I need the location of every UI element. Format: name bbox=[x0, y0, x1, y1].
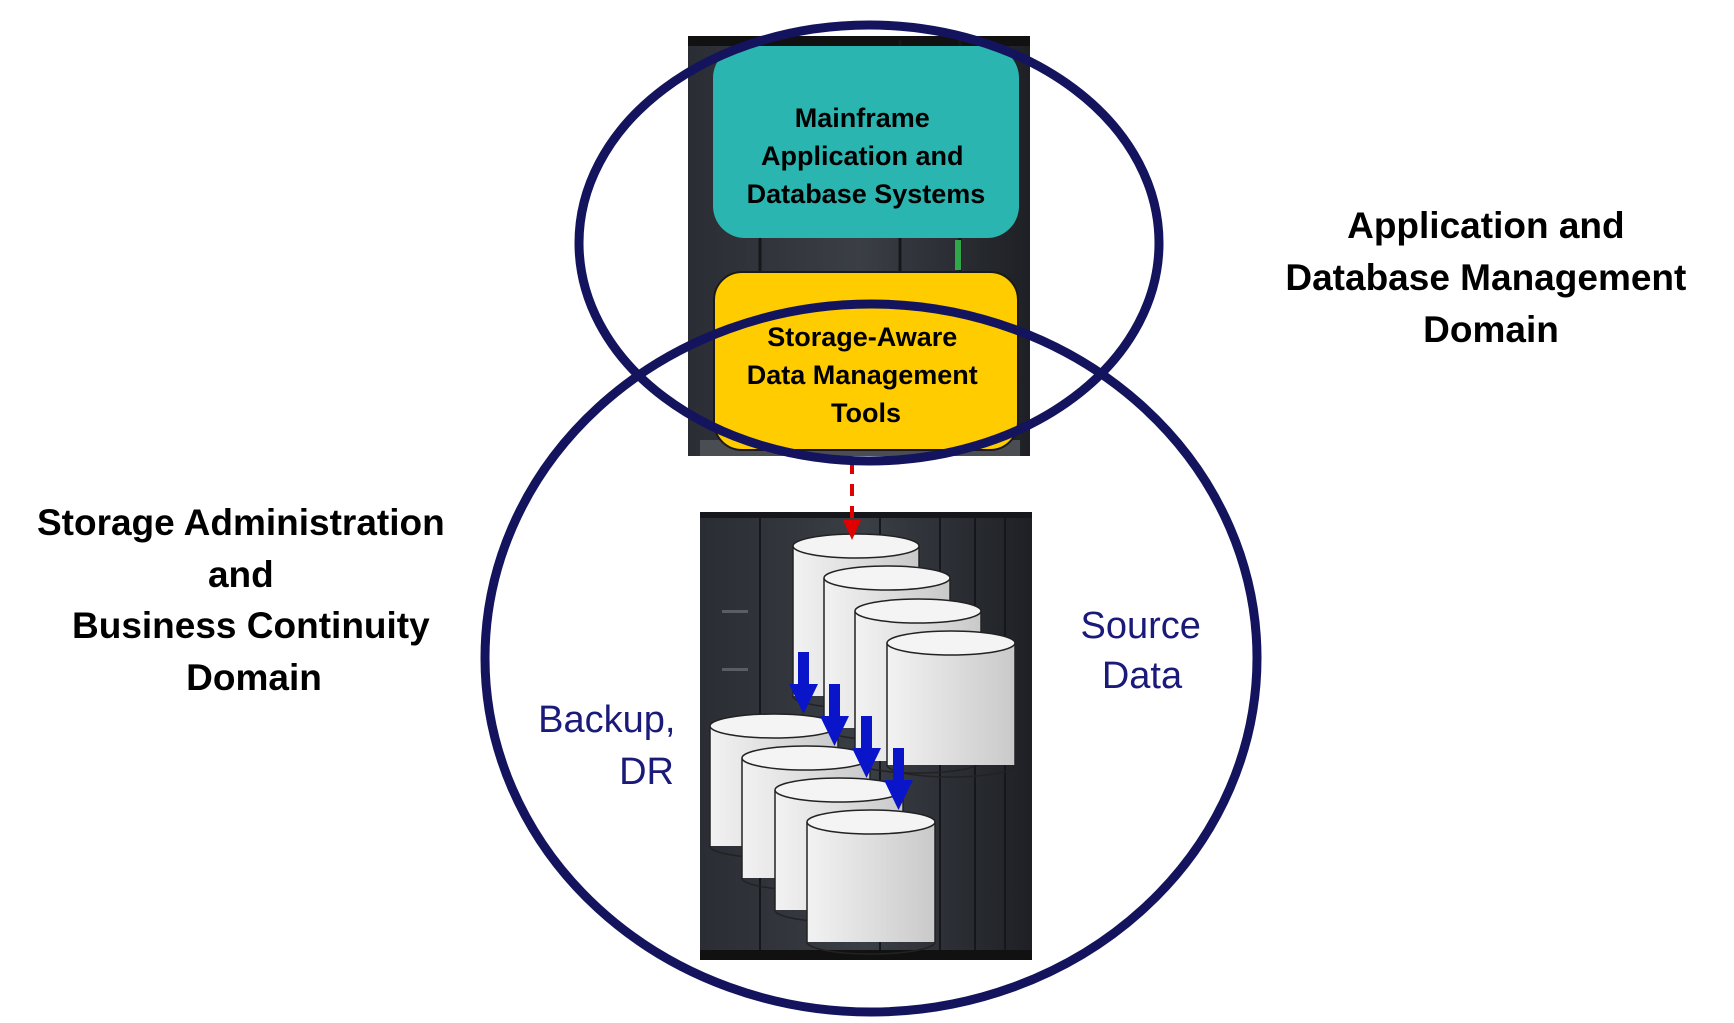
tools-box-line: Storage-Aware bbox=[767, 322, 957, 352]
backup-dr-label: DR bbox=[619, 751, 674, 793]
mainframe-box-line: Mainframe bbox=[795, 103, 930, 133]
tools-box-line: Tools bbox=[831, 398, 901, 428]
blue-down-arrow bbox=[820, 684, 849, 746]
storage-domain-circle bbox=[480, 299, 1262, 1017]
backup-cylinders bbox=[709, 713, 936, 955]
blue-down-arrow bbox=[789, 652, 818, 714]
application-domain-title: Application and bbox=[1347, 205, 1625, 246]
storage-domain-title: Business Continuity bbox=[72, 605, 430, 646]
svg-text:Backup, DR: Backup, DR bbox=[538, 699, 686, 793]
mainframe-box-line: Application and bbox=[761, 141, 964, 171]
application-domain-title: Database Management bbox=[1285, 257, 1686, 298]
application-domain-title: Domain bbox=[1423, 309, 1559, 350]
blue-down-arrow bbox=[852, 716, 881, 778]
storage-aware-tools-box: Storage-Aware Data Management Tools bbox=[713, 271, 1019, 451]
source-data-label: Data bbox=[1102, 655, 1183, 697]
storage-domain-title: and bbox=[208, 554, 274, 595]
backup-dr-label: Backup, bbox=[538, 699, 675, 741]
svg-text:Application and Database M: Application and Database Management Doma… bbox=[1285, 205, 1696, 350]
backup-copy-arrows bbox=[789, 652, 913, 810]
application-domain-circle bbox=[574, 20, 1164, 466]
backup-cylinder bbox=[806, 809, 936, 955]
blue-down-arrow bbox=[884, 748, 913, 810]
storage-domain-title: Domain bbox=[186, 657, 322, 698]
source-data-cylinders bbox=[792, 533, 1016, 778]
svg-text:Storage-Aware Data Manag: Storage-Aware Data Management Tools bbox=[747, 322, 986, 428]
mainframe-systems-box: Mainframe Application and Database Syste… bbox=[713, 46, 1019, 238]
svg-text:Storage Administration and: Storage Administration and Business Cont… bbox=[37, 502, 455, 698]
source-cylinder bbox=[886, 630, 1016, 778]
mainframe-box-line: Database Systems bbox=[747, 179, 986, 209]
source-data-label: Source bbox=[1081, 605, 1201, 647]
tools-box-line: Data Management bbox=[747, 360, 978, 390]
svg-text:Source Data: Source Data bbox=[1081, 605, 1212, 697]
red-dashed-arrow bbox=[843, 462, 861, 540]
storage-domain-title: Storage Administration bbox=[37, 502, 445, 543]
svg-text:Mainframe Application an: Mainframe Application and Database Syste… bbox=[747, 103, 986, 209]
